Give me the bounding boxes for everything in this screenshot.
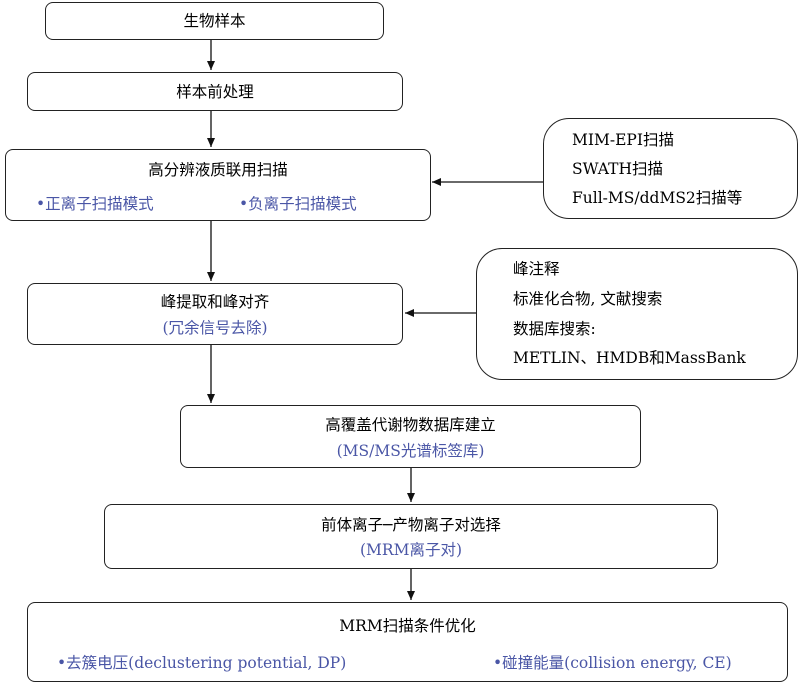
scan-method-mim-epi: MIM-EPI扫描: [572, 131, 674, 149]
node-ion-pair-selection: 前体离子─产物离子对选择 (MRM离子对): [104, 504, 718, 569]
annotation-db-search: 数据库搜索:: [513, 320, 596, 338]
node-metabolite-database: 高覆盖代谢物数据库建立 (MS/MS光谱标签库): [180, 405, 641, 468]
annotation-heading: 峰注释: [513, 260, 560, 278]
node-scan-methods: MIM-EPI扫描 SWATH扫描 Full-MS/ddMS2扫描等: [543, 118, 798, 219]
param-declustering-potential: •去簇电压(declustering potential, DP): [57, 654, 347, 672]
node-sample-pretreatment: 样本前处理: [27, 72, 403, 111]
annotation-databases: METLIN、HMDB和MassBank: [513, 349, 746, 367]
node-peak-extraction-alignment-title: 峰提取和峰对齐: [160, 293, 270, 311]
positive-ion-mode-label: •正离子扫描模式: [36, 195, 154, 213]
node-peak-extraction-alignment: 峰提取和峰对齐 (冗余信号去除): [27, 283, 403, 345]
node-hrms-scan: 高分辨液质联用扫描 •正离子扫描模式 •负离子扫描模式: [5, 149, 431, 221]
node-peak-annotation: 峰注释 标准化合物, 文献搜索 数据库搜索: METLIN、HMDB和MassB…: [476, 248, 798, 380]
param-collision-energy: •碰撞能量(collision energy, CE): [493, 654, 732, 672]
node-ion-pair-selection-subtitle: (MRM离子对): [359, 541, 462, 559]
node-biological-sample: 生物样本: [45, 2, 384, 40]
annotation-standards: 标准化合物, 文献搜索: [513, 290, 663, 308]
node-biological-sample-title: 生物样本: [183, 12, 246, 30]
scan-method-fullms: Full-MS/ddMS2扫描等: [572, 189, 743, 207]
node-mrm-optimization: MRM扫描条件优化 •去簇电压(declustering potential, …: [27, 602, 788, 682]
node-peak-extraction-alignment-subtitle: (冗余信号去除): [162, 319, 268, 337]
node-metabolite-database-title: 高覆盖代谢物数据库建立: [325, 416, 496, 434]
node-ion-pair-selection-title: 前体离子─产物离子对选择: [321, 516, 501, 534]
node-sample-pretreatment-title: 样本前处理: [176, 83, 254, 101]
node-metabolite-database-subtitle: (MS/MS光谱标签库): [336, 442, 485, 460]
negative-ion-mode-label: •负离子扫描模式: [239, 195, 357, 213]
node-mrm-optimization-title: MRM扫描条件优化: [339, 617, 476, 635]
scan-method-swath: SWATH扫描: [572, 160, 663, 178]
node-hrms-scan-title: 高分辨液质联用扫描: [148, 161, 288, 179]
